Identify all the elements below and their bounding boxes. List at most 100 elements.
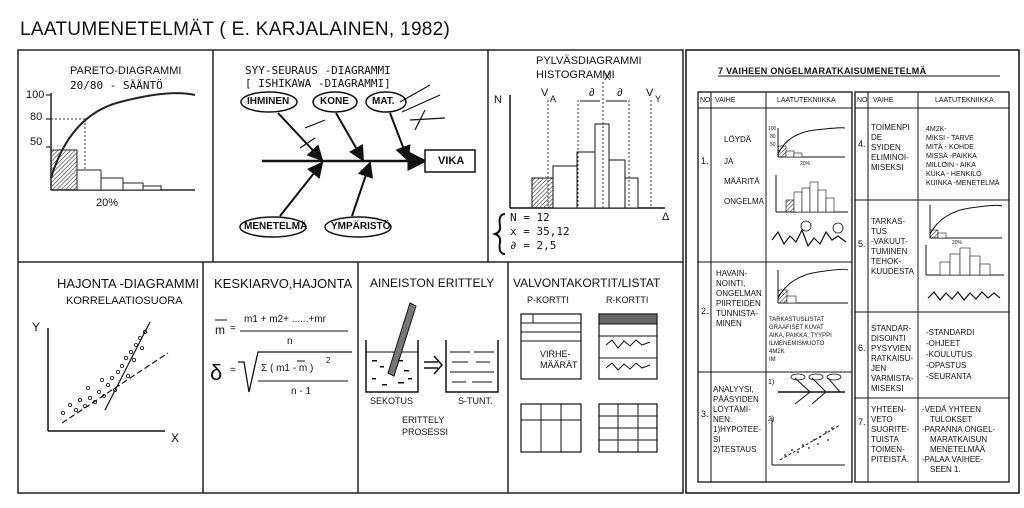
pareto-x-20: 20% — [96, 197, 119, 209]
effect-label: VIKA — [438, 155, 465, 167]
ishikawa-subtitle: [ ISHIKAWA -DIAGRAMMI] — [245, 77, 391, 90]
step3-phase-0: ANALYYSI, — [713, 385, 754, 394]
scatter-points — [61, 329, 147, 415]
stats-formula-lines — [215, 319, 352, 393]
histogram-subtitle: HISTOGRAMMI — [536, 69, 615, 81]
histogram-vy-sub: Y — [655, 94, 662, 104]
step4-tech-3: MISSÄ -PAIKKA — [926, 153, 977, 160]
step2-phase-4: TUNNISTA- — [716, 309, 759, 318]
step-no-1: 1. — [701, 156, 709, 166]
steps-right-col-phase: VAIHE — [873, 97, 894, 104]
pareto-subtitle: 20/80 - SÄÄNTÖ — [70, 79, 163, 92]
step2-phase-3: PIIRTEIDEN — [716, 299, 761, 308]
stats-sum-expr: Σ ( m1 - m ) — [261, 363, 314, 374]
beaker-mixed — [365, 340, 419, 393]
control-defects-1: VIRHE- — [540, 349, 571, 359]
sorting-mix-label: SEKOTUS — [370, 396, 414, 406]
scatter-axis-y: Y — [32, 320, 41, 334]
cause-oval-mat — [365, 91, 407, 113]
sorting-process-1: ERITTELY — [402, 415, 445, 425]
scatter-axis-x: X — [171, 431, 180, 445]
step-no-3: 3. — [701, 409, 709, 419]
histogram-chart — [491, 82, 665, 255]
step6-tech-4: -SEURANTA — [926, 372, 972, 381]
step4-tech-5: KUKA - HENKILÖ — [926, 171, 982, 178]
step2-phase-5: MINEN — [716, 319, 742, 328]
pareto-tick-50: 50 — [30, 136, 43, 148]
step7-tech-5: -PALAA VAIHEE- — [922, 455, 984, 464]
histogram-delta-2: ∂ — [617, 87, 623, 99]
step4-phase-4: MISEKSI — [871, 163, 904, 172]
effect-box — [424, 149, 476, 173]
cause-label-ymparisto: YMPÄRISTÖ — [331, 221, 391, 232]
stats-sigma-eq: = — [230, 365, 236, 376]
steps-left-col-phase: VAIHE — [715, 97, 736, 104]
step7-tech-2: -PARANNA ONGEL- — [922, 425, 996, 434]
step2-tech-4: 4M2K — [769, 349, 785, 355]
step1-tech-50: 50 — [770, 142, 776, 148]
step3-phase-2: LÖYTÄMI- — [713, 405, 751, 414]
stats-sigma: δ — [210, 360, 223, 385]
main-title: LAATUMENETELMÄT ( E. KARJALAINEN, 1982) — [20, 19, 451, 40]
stats-mean-m: m — [215, 323, 225, 337]
sorting-process-2: PROSESSI — [402, 427, 449, 437]
step-no-6: 6. — [858, 343, 866, 353]
pareto-chart — [46, 92, 196, 191]
step7-tech-4: MENETELMÄÄ — [930, 445, 986, 454]
cause-label-menetelma: MENETELMÄ — [244, 221, 308, 232]
step-no-2: 2. — [701, 306, 709, 316]
step2-phase-2: ONGELMAN — [716, 289, 762, 298]
pareto-tick-80: 80 — [30, 111, 43, 123]
cause-label-kone: KONE — [320, 96, 349, 107]
histogram-axis-delta: Δ — [662, 211, 670, 223]
steps-left-col-tech: LAATUTEKNIIKKA — [777, 97, 836, 104]
histogram-delta-1: ∂ — [589, 87, 595, 99]
step3-phase-3: NEN: — [713, 415, 733, 424]
step3-phase-5: SI — [713, 435, 721, 444]
sorting-illustration — [365, 302, 499, 393]
blank-table-1 — [520, 403, 582, 453]
step1-tech-100: 100 — [768, 126, 777, 132]
step5-phase-3: TUMINEN — [871, 247, 908, 256]
stats-numerator: m1 + m2+ ......+mr — [244, 314, 326, 325]
histogram-vy: V — [646, 87, 654, 99]
step6-phase-4: JEN — [871, 364, 887, 373]
step6-phase-3: RATKAISU- — [871, 354, 914, 363]
histogram-title: PYLVÄSDIAGRAMMI — [536, 55, 642, 67]
step6-phase-0: STANDAR- — [871, 324, 912, 333]
step7-phase-2: SUORITE- — [871, 425, 910, 434]
step4-tech-2: MITÄ - KOHDE — [926, 144, 974, 151]
histogram-bar-6 — [624, 177, 639, 209]
histogram-stat-x: x = 35,12 — [510, 225, 570, 238]
step4-phase-3: ELIMINOI- — [871, 153, 909, 162]
step7-phase-3: TUISTA — [871, 435, 899, 444]
step5-phase-2: -VAKUUT- — [871, 237, 908, 246]
step6-phase-5: VARMISTA- — [871, 374, 914, 383]
step7-phase-1: VETO — [871, 415, 893, 424]
step4-phase-1: DE — [871, 133, 883, 142]
step5-phase-1: TUS — [871, 227, 887, 236]
scatter-subtitle: KORRELAATIOSUORA — [66, 295, 183, 307]
sorting-after-label: S-TUNT. — [458, 396, 493, 406]
stats-exponent: 2 — [326, 356, 331, 365]
cause-oval-menetelma — [239, 216, 307, 238]
sorting-title: AINEISTON ERITTELY — [370, 276, 495, 290]
stats-n-minus-1: n - 1 — [291, 386, 312, 397]
beaker-sorted — [445, 340, 499, 393]
control-p-card: P-KORTTI — [527, 295, 569, 305]
step2-tech-3: ILMENEMISMUOTO — [769, 341, 825, 347]
ishikawa-title: SYY-SEURAUS -DIAGRAMMI — [245, 64, 391, 77]
step-no-5: 5. — [858, 239, 866, 249]
cause-oval-ihminen — [240, 91, 298, 113]
step5-phase-4: TEHOK- — [871, 257, 902, 266]
step2-tech-1: GRAAFISET KUVAT — [769, 325, 824, 331]
p-card-form — [520, 313, 582, 380]
step7-tech-3: MARATKAISUN — [930, 435, 988, 444]
control-r-card: R-KORTTI — [606, 295, 649, 305]
step7-phase-4: TOIMEN- — [871, 445, 905, 454]
stats-title: KESKIARVO,HAJONTA — [214, 276, 353, 291]
histogram-stat-n: N = 12 — [510, 211, 550, 224]
cause-label-ihminen: IHMINEN — [247, 96, 290, 107]
step6-phase-6: MISEKSI — [871, 384, 904, 393]
step1-tech-80: 80 — [770, 134, 776, 140]
